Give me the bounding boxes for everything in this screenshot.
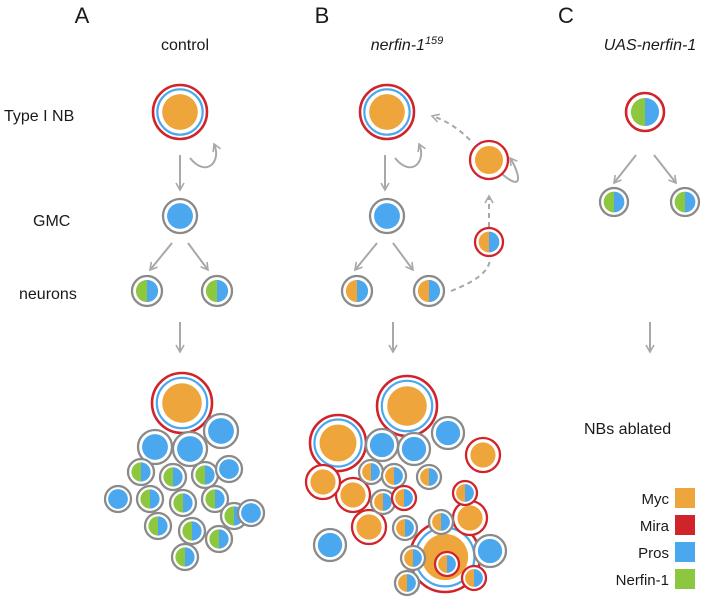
cell-a-cluster-neuron xyxy=(135,484,165,514)
panel-title-nerfin-mutant: nerfin-1159 xyxy=(371,35,444,54)
cell-c-neuron xyxy=(598,186,630,218)
cell-a-cluster-gmc xyxy=(103,484,133,514)
arrow-a-gmc-to-neuron-right xyxy=(187,242,209,272)
cell-a-type-i-nb xyxy=(151,83,209,141)
nbs-ablated-note: NBs ablated xyxy=(584,421,671,438)
row-label-gmc: GMC xyxy=(33,213,70,230)
cell-b-cluster-reverting xyxy=(451,479,479,507)
cell-c-neuron xyxy=(669,186,701,218)
cell-a-cluster-neuron xyxy=(168,488,198,518)
cell-a-cluster-nb xyxy=(150,371,214,435)
cell-b-type-i-nb xyxy=(358,83,416,141)
cell-c-nb-misexpressing xyxy=(624,91,666,133)
panel-title-control: control xyxy=(161,37,209,54)
legend-swatch xyxy=(675,542,695,562)
cell-b-cluster-gmc xyxy=(312,527,348,563)
cell-b-cluster-neuron xyxy=(415,463,443,491)
cell-b-cluster-red-nb xyxy=(350,508,388,546)
legend-item: Mira xyxy=(640,515,695,535)
cell-b-cluster-gmc xyxy=(430,415,466,451)
cell-a-cluster-neuron xyxy=(200,484,230,514)
cell-b-cluster-neuron xyxy=(391,514,419,542)
cell-b-neuron xyxy=(340,274,374,308)
cell-b-cluster-red-nb xyxy=(334,476,372,514)
arrow-a-gmc-to-neuron-left xyxy=(148,242,173,272)
cell-b-cluster-neuron xyxy=(399,544,427,572)
arrow-b-gmc-to-neuron-right xyxy=(392,242,414,272)
cell-a-cluster-gmc xyxy=(214,454,244,484)
cell-a-neuron xyxy=(200,274,234,308)
cell-a-gmc xyxy=(161,197,199,235)
cell-b-cluster-neuron xyxy=(369,488,397,516)
arrow-a-self-renew xyxy=(189,142,221,169)
cell-b-cluster-gmc xyxy=(364,427,400,463)
row-label-neurons: neurons xyxy=(19,286,77,303)
panel-title-uas-nerfin: UAS-nerfin-1 xyxy=(604,37,696,54)
cell-b-cluster-red-nb xyxy=(451,499,489,537)
arrow-c-nb-to-neuron-left xyxy=(613,154,637,185)
cell-b-dedifferentiated-nb xyxy=(468,139,510,181)
panel-letter-a: A xyxy=(75,3,90,28)
legend-label: Mira xyxy=(640,518,670,535)
cell-b-cluster-reverting xyxy=(390,484,418,512)
cell-a-cluster-neuron xyxy=(204,524,234,554)
cell-b-cluster-neuron xyxy=(427,508,455,536)
panel-title-nerfin-mutant-name: nerfin-1 xyxy=(371,37,425,54)
arrow-b-return-to-nb xyxy=(430,113,471,141)
cell-a-neuron xyxy=(130,274,164,308)
legend-item: Pros xyxy=(638,542,695,562)
cell-b-cluster-neuron xyxy=(357,458,385,486)
cell-a-cluster-neuron xyxy=(190,460,220,490)
cell-b-cluster-red-nb xyxy=(464,436,502,474)
legend-swatch xyxy=(675,569,695,589)
cell-b-cluster-gmc xyxy=(396,431,432,467)
cell-a-cluster-gmc xyxy=(202,412,240,450)
cell-b-cluster-reverting xyxy=(460,564,488,592)
cell-b-cluster-nb xyxy=(308,413,368,473)
panel-letter-b: B xyxy=(315,3,330,28)
arrow-b-self-renew xyxy=(394,142,426,169)
cell-a-cluster-gmc xyxy=(171,430,209,468)
legend-label: Nerfin-1 xyxy=(616,572,669,589)
arrow-b-dedifferentiation-path xyxy=(450,257,491,292)
cell-a-cluster-neuron xyxy=(177,516,207,546)
cell-a-cluster-neuron xyxy=(158,462,188,492)
panel-letter-c: C xyxy=(558,3,574,28)
cell-b-cluster-nb xyxy=(375,374,439,438)
cell-b-cluster-reverting xyxy=(433,550,461,578)
legend-swatch xyxy=(675,515,695,535)
cell-a-cluster-neuron xyxy=(143,511,173,541)
lineage-arrows xyxy=(148,113,677,354)
cell-b-cluster-neuron xyxy=(393,569,421,597)
legend-item: Myc xyxy=(642,488,695,508)
cells xyxy=(103,83,701,597)
cell-b-cluster-gmc xyxy=(472,533,508,569)
cell-b-cluster-red-nb xyxy=(304,463,342,501)
legend-label: Pros xyxy=(638,545,669,562)
arrow-b-dedifferentiated-self-renew xyxy=(501,156,520,183)
cell-b-neuron xyxy=(412,274,446,308)
cell-b-gmc xyxy=(368,197,406,235)
cell-a-cluster-gmc xyxy=(236,498,266,528)
legend-label: Myc xyxy=(642,491,670,508)
legend-item: Nerfin-1 xyxy=(616,569,695,589)
cell-a-cluster-neuron xyxy=(126,457,156,487)
panel-title-allele-superscript: 159 xyxy=(425,35,443,47)
arrow-c-nb-to-neuron-right xyxy=(653,154,677,185)
arrow-b-gmc-to-neuron-left xyxy=(353,242,378,272)
cell-b-cluster-neuron xyxy=(380,462,408,490)
cell-b-reverting-neuron xyxy=(473,226,505,258)
legend-swatch xyxy=(675,488,695,508)
cell-a-cluster-neuron xyxy=(170,542,200,572)
row-label-type-i-nb: Type I NB xyxy=(4,108,74,125)
